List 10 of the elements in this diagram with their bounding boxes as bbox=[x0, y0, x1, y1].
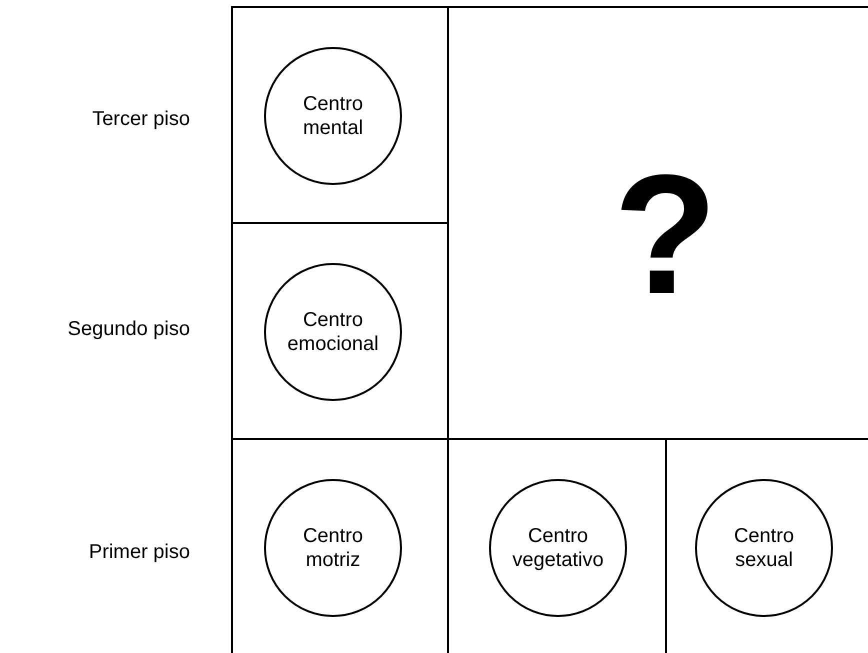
center-label: Centro emocional bbox=[286, 308, 380, 356]
question-mark: ? bbox=[614, 150, 718, 320]
floor-label: Tercer piso bbox=[91, 108, 190, 131]
center-label: Centro vegetativo bbox=[511, 524, 605, 572]
center-label: Centro mental bbox=[302, 92, 364, 140]
center-label: Centro motriz bbox=[302, 524, 364, 572]
floor-label: Segundo piso bbox=[66, 318, 190, 341]
floor-label: Primer piso bbox=[88, 541, 190, 564]
center-label: Centro sexual bbox=[732, 524, 796, 572]
grid-cell bbox=[231, 6, 449, 224]
